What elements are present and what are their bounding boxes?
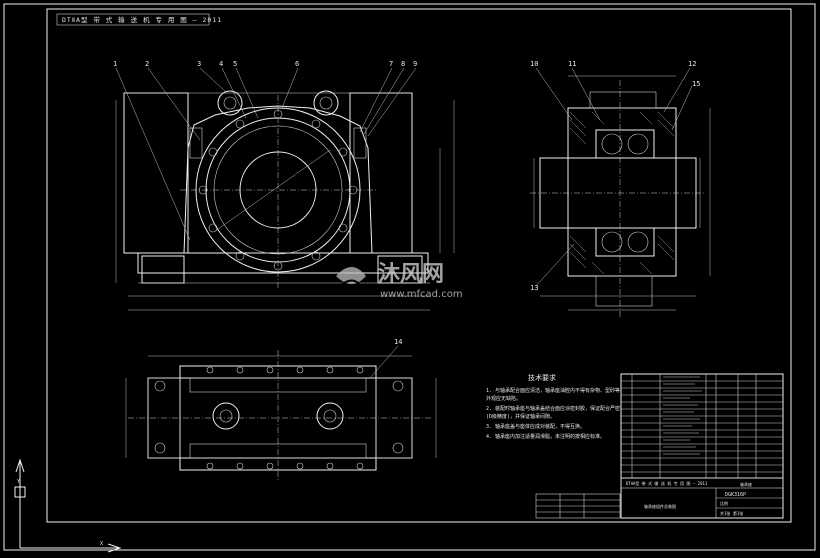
top-view xyxy=(125,345,437,482)
watermark-logo-icon xyxy=(336,267,366,289)
svg-text:沐风网: 沐风网 xyxy=(378,262,444,287)
side-section-view xyxy=(530,67,711,318)
svg-text:X: X xyxy=(100,541,103,547)
front-view-callouts: 1 2 3 4 5 6 7 8 9 xyxy=(113,60,417,68)
svg-text:5: 5 xyxy=(233,60,237,68)
svg-text:12: 12 xyxy=(688,60,696,68)
svg-text:DGK316P: DGK316P xyxy=(725,492,746,498)
outer-border xyxy=(3,3,816,551)
svg-text:DTⅡA型 带 式 输 送 机 专 用 图 — 2011: DTⅡA型 带 式 输 送 机 专 用 图 — 2011 xyxy=(626,480,708,486)
svg-text:15: 15 xyxy=(692,80,700,88)
front-view xyxy=(115,67,455,311)
top-view-callout: 14 xyxy=(394,338,402,346)
svg-text:(D级精度)，并保证轴承间隙。: (D级精度)，并保证轴承间隙。 xyxy=(486,413,555,420)
svg-text:13: 13 xyxy=(530,284,538,292)
svg-text:11: 11 xyxy=(568,60,576,68)
svg-text:10: 10 xyxy=(530,60,538,68)
ucs-axis-icon: Y X xyxy=(14,458,122,553)
svg-text:6: 6 xyxy=(295,60,299,68)
watermark: 沐风网 www.mfcad.com xyxy=(336,262,463,300)
svg-text:Y: Y xyxy=(17,479,20,485)
approval-table xyxy=(535,493,621,519)
svg-text:技术要求: 技术要求 xyxy=(528,373,556,382)
svg-text:轴承座: 轴承座 xyxy=(740,481,752,487)
tech-requirements: 技术要求 1. 与轴承配合面应清洁，轴承座油腔内不得有杂物、型砂等 外观应无缺陷… xyxy=(486,373,620,440)
inner-border xyxy=(46,8,792,523)
title-block: DTⅡA型 带 式 输 送 机 专 用 图 — 2011 DGK316P 轴承座… xyxy=(620,477,784,519)
svg-text:共1张 第1张: 共1张 第1张 xyxy=(720,510,743,516)
side-view-callouts: 10 11 12 15 13 xyxy=(530,60,700,292)
header-label: DTⅡA型 带 式 输 送 机 专 用 图 — 2011 xyxy=(62,15,222,24)
svg-text:2: 2 xyxy=(145,60,149,68)
header-label-box xyxy=(56,13,210,26)
svg-text:比例: 比例 xyxy=(720,500,728,506)
svg-text:www.mfcad.com: www.mfcad.com xyxy=(380,289,463,300)
svg-text:外观应无缺陷。: 外观应无缺陷。 xyxy=(486,395,521,402)
svg-text:1. 与轴承配合面应清洁，轴承座油腔内不得有杂物、型砂等: 1. 与轴承配合面应清洁，轴承座油腔内不得有杂物、型砂等 xyxy=(486,387,620,394)
svg-text:3: 3 xyxy=(197,60,201,68)
svg-text:4. 轴承座内加注适量润滑脂，未注明的按相应标准。: 4. 轴承座内加注适量润滑脂，未注明的按相应标准。 xyxy=(486,433,605,440)
svg-text:1: 1 xyxy=(113,60,117,68)
svg-text:轴承座组件总装图: 轴承座组件总装图 xyxy=(644,503,676,509)
parts-list xyxy=(620,373,784,479)
svg-text:7: 7 xyxy=(389,60,393,68)
svg-text:3. 轴承座盖与座体应成对装配，不得互换。: 3. 轴承座盖与座体应成对装配，不得互换。 xyxy=(486,423,585,430)
svg-text:2. 装配时轴承座与轴承盖结合面应涂密封胶，保证配合严密: 2. 装配时轴承座与轴承盖结合面应涂密封胶，保证配合严密 xyxy=(486,405,620,412)
svg-text:8: 8 xyxy=(401,60,405,68)
svg-text:9: 9 xyxy=(413,60,417,68)
svg-text:4: 4 xyxy=(219,60,223,68)
